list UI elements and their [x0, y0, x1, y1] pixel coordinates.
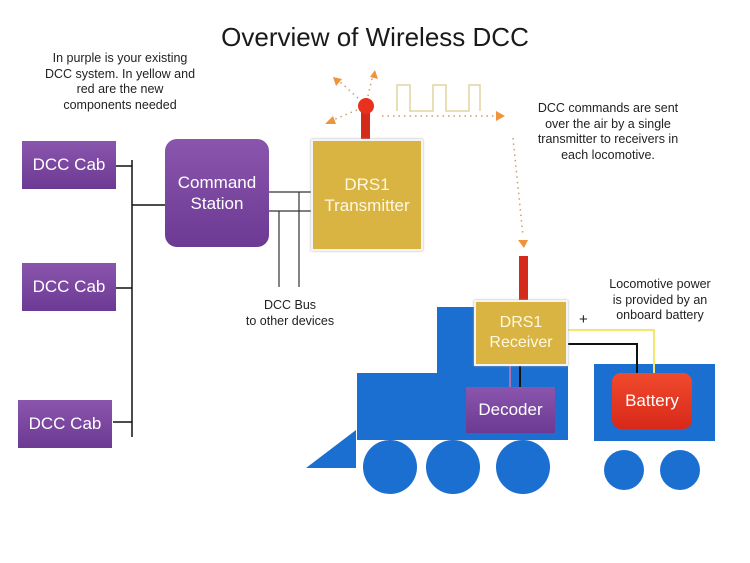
legend-note-line: red are the new [76, 82, 164, 96]
signal-down-arrow [518, 240, 528, 248]
transmitter-label: Transmitter [324, 196, 410, 215]
power-note: Locomotive power is provided by an onboa… [595, 277, 725, 324]
signal-down-ray [512, 137, 524, 237]
signal-arrow-2 [370, 70, 378, 79]
dcc-square-wave [396, 84, 481, 112]
command-station-label: Command [177, 173, 257, 192]
air-note-line: each locomotive. [561, 147, 655, 162]
dcc-cab-1[interactable]: DCC Cab [22, 141, 116, 189]
drs1-receiver[interactable]: DRS1 Receiver [474, 300, 568, 366]
positive-wire [566, 329, 655, 376]
air-note-line: over the air by a single [545, 116, 671, 131]
air-note-line: DCC commands are sent [537, 101, 679, 115]
signal-arrow-3 [325, 116, 336, 124]
negative-wire [566, 343, 638, 376]
air-note-line: transmitter to receivers in [537, 132, 679, 146]
positive-sign: + [579, 311, 588, 328]
legend-note: In purple is your existing DCC system. I… [20, 51, 220, 113]
power-note-line: onboard battery [616, 308, 704, 322]
transmitter-label: DRS1 [344, 175, 390, 194]
tender-wheel-2 [660, 450, 700, 490]
command-station-label: Station [190, 194, 244, 213]
dcc-bus-label-line: to other devices [245, 314, 335, 328]
dcc-cab-2[interactable]: DCC Cab [22, 263, 116, 311]
drs1-transmitter[interactable]: DRS1 Transmitter [311, 139, 423, 251]
legend-note-line: In purple is your existing [52, 51, 188, 65]
locomotive-wheel-3 [496, 440, 550, 494]
locomotive-wheel-2 [426, 440, 480, 494]
decoder[interactable]: Decoder [466, 387, 555, 433]
transmitter-antenna-tip [358, 98, 374, 114]
legend-note-line: components needed [63, 97, 177, 112]
receiver-label: DRS1 [499, 314, 543, 331]
air-note: DCC commands are sent over the air by a … [528, 101, 688, 163]
page-title: Overview of Wireless DCC [221, 22, 529, 52]
power-note-line: is provided by an [612, 292, 708, 307]
battery[interactable]: Battery [612, 373, 692, 429]
locomotive-cowcatcher [306, 430, 356, 468]
dcc-bus-label: DCC Bus to other devices [220, 297, 360, 329]
tender-wheel-1 [604, 450, 644, 490]
transmitter-antenna [361, 107, 370, 140]
dcc-bus-label-line: DCC Bus [263, 298, 317, 312]
legend-note-line: DCC system. In yellow and [44, 66, 196, 81]
locomotive-wheel-1 [363, 440, 417, 494]
signal-arrow-1 [333, 77, 342, 86]
signal-rays [332, 73, 374, 121]
command-station[interactable]: Command Station [165, 139, 269, 247]
receiver-antenna [519, 256, 528, 301]
power-note-line: Locomotive power [609, 277, 711, 291]
receiver-label: Receiver [489, 334, 553, 351]
signal-horizontal-arrow [496, 111, 505, 121]
dcc-cab-3[interactable]: DCC Cab [18, 400, 112, 448]
